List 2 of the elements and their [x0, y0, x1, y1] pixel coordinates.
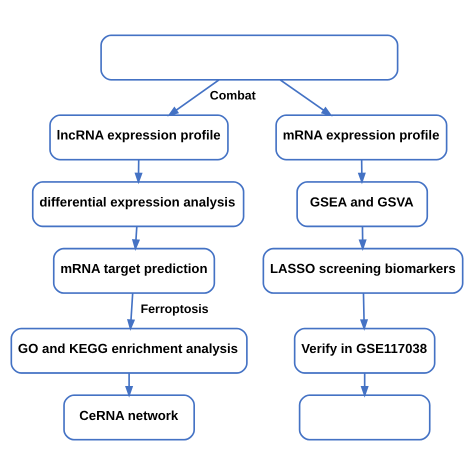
edge-label: Ferroptosis: [140, 301, 209, 316]
edge-label: Combat: [210, 88, 256, 102]
